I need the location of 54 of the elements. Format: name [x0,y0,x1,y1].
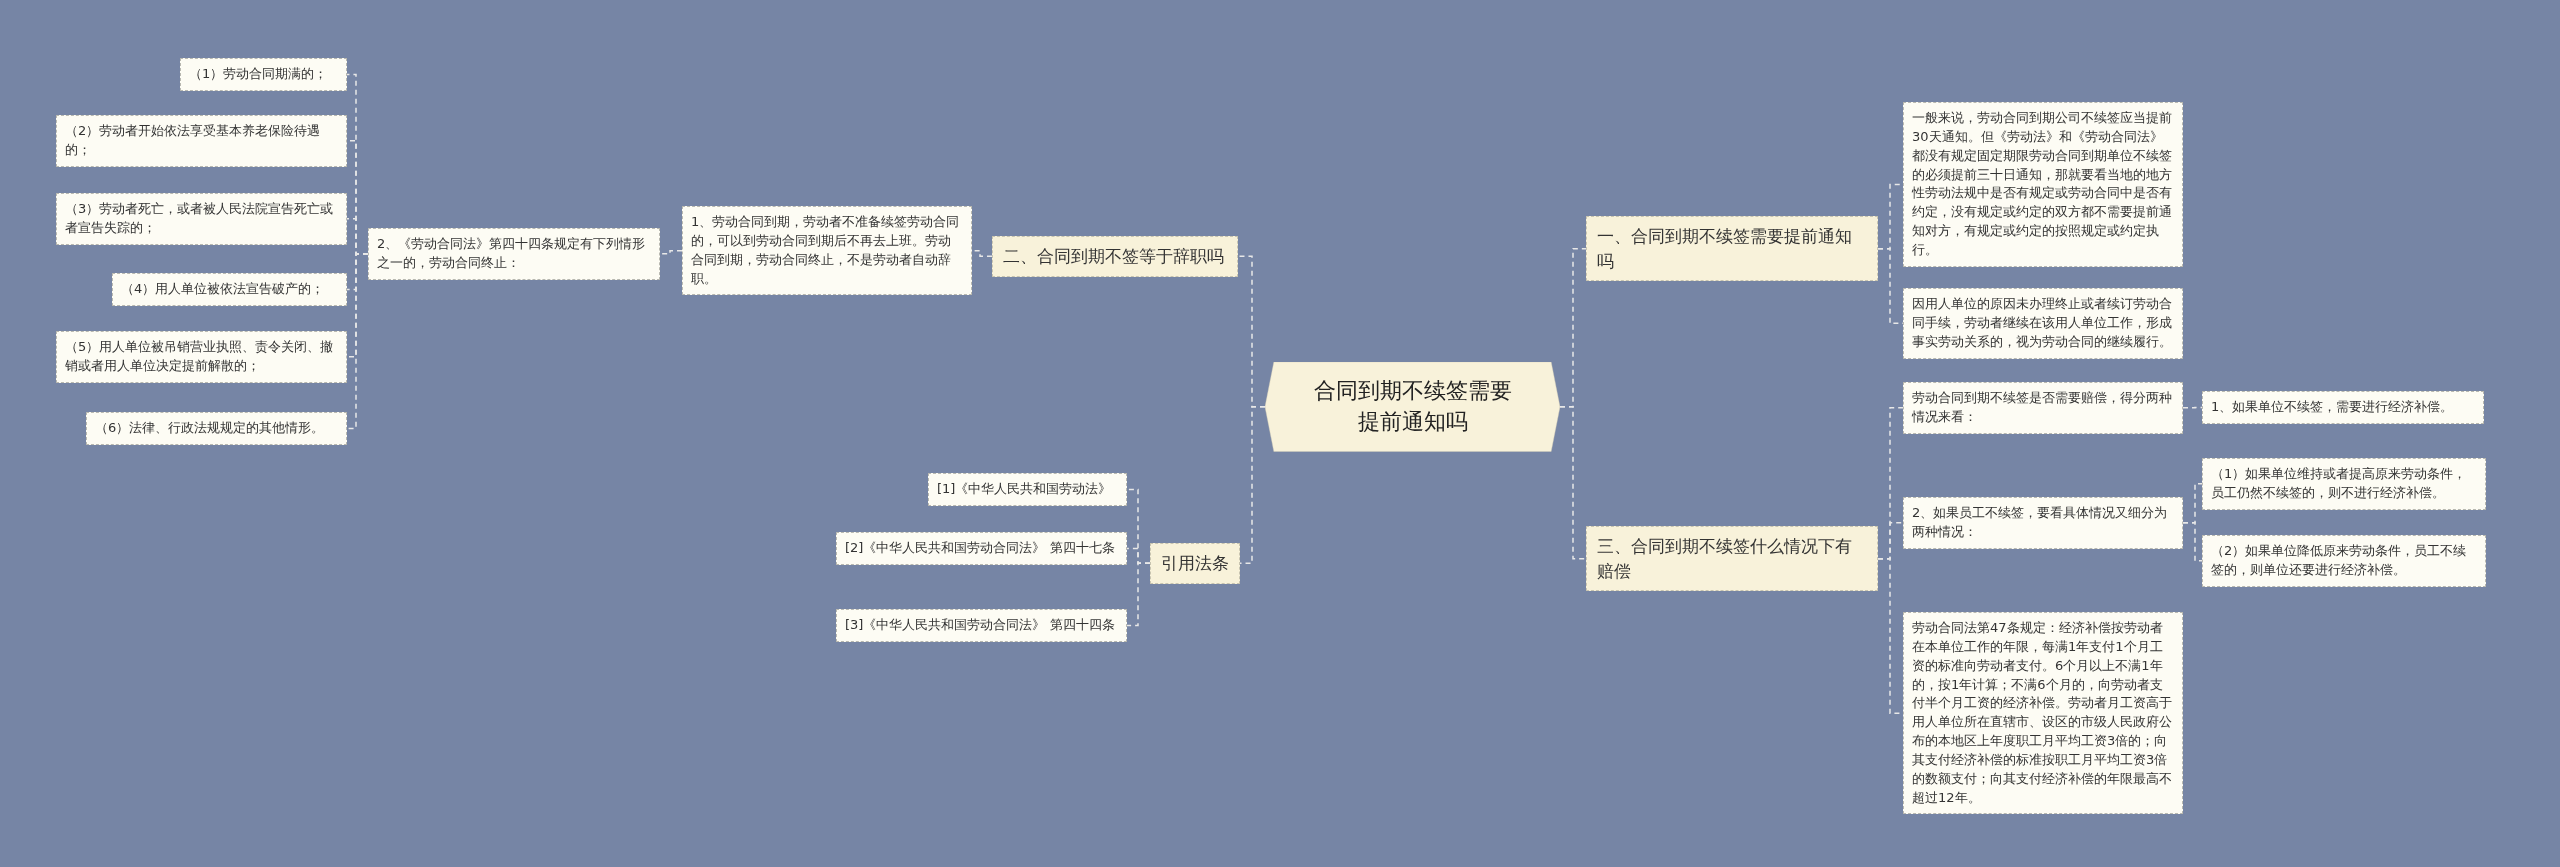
topic-text: 二、合同到期不签等于辞职吗 [1003,246,1224,266]
note-box [2202,535,2486,587]
note-text: 劳动合同到期不续签是否需要赔偿，得分两种情况来看： [1912,390,2172,424]
note-box [1903,612,2183,815]
note-text: 1、劳动合同到期，劳动者不准备续签劳动合同的，可以到劳动合同到期后不再去上班。劳动合同到期，劳动合同终止，不是劳动者自动辞职。 [691,214,960,286]
note-text: [1]《中华人民共和国劳动法》 [937,481,1112,496]
topic-box [992,236,1238,277]
note-box [2202,458,2486,510]
note-box [86,412,347,445]
connector-line [1559,406,1587,560]
note-text: 因用人单位的原因未办理终止或者续订劳动合同手续，劳动者继续在该用人单位工作，形成事实劳动关系的，视为劳动合同的继续履行。 [1912,296,2172,349]
topic-text: 三、合同到期不续签什么情况下有赔偿 [1597,536,1852,581]
note-text: [3]《中华人民共和国劳动合同法》 第四十四条 [845,617,1115,632]
note-text: （3）劳动者死亡，或者被人民法院宣告死亡或者宣告失踪的； [65,201,334,235]
note-text: （1）如果单位维持或者提高原来劳动条件，员工仍然不续签的，则不进行经济补偿。 [2211,466,2467,500]
note-box [836,609,1127,642]
topic-box [1586,526,1878,592]
note-box [112,273,347,306]
connector-line [1239,406,1266,565]
note-box [56,193,347,245]
note-box [836,532,1127,565]
note-box [2202,391,2484,424]
connector-line [346,253,369,430]
note-text: （2）劳动者开始依法享受基本养老保险待遇的； [65,123,321,157]
note-text: （1）劳动合同期满的； [189,66,328,81]
note-box [1903,497,2183,549]
note-text: （6）法律、行政法规规定的其他情形。 [95,420,325,435]
note-box [682,206,972,296]
note-text: 1、如果单位不续签，需要进行经济补偿。 [2211,399,2454,414]
note-box [56,115,347,167]
topic-text: 引用法条 [1161,553,1229,573]
note-text: （4）用人单位被依法宣告破产的； [121,281,325,296]
connector-line [1126,562,1151,627]
note-text: （2）如果单位降低原来劳动条件，员工不续签的，则单位还要进行经济补偿。 [2211,543,2467,577]
note-text: [2]《中华人民共和国劳动合同法》 第四十七条 [845,540,1115,555]
note-text: 2、《劳动合同法》第四十四条规定有下列情形之一的，劳动合同终止： [377,236,646,270]
note-box [1903,382,2183,434]
central-topic: 合同到期不续签需要提前通知吗 [1313,378,1512,434]
note-box [928,473,1127,506]
note-text: （5）用人单位被吊销营业执照、责令关闭、撤销或者用人单位决定提前解散的； [65,339,334,373]
note-box [368,228,660,280]
topic-text: 一、合同到期不续签需要提前通知吗 [1597,226,1852,271]
note-text: 2、如果员工不续签，要看具体情况又细分为两种情况： [1912,505,2168,539]
connector-line [2182,522,2203,562]
connector-line [2182,406,2203,409]
note-box [56,331,347,383]
note-box [1903,102,2183,267]
note-text: 一般来说，劳动合同到期公司不续签应当提前30天通知。但《劳动法》和《劳动合同法》都没有规定固定期限劳动合同到期单位不续签的必须提前三十日通知，那就要看当地的地方性劳动法规中是否有规定或劳动合同中是否有约定，没有规定或约定的双方都不需要提前通知对方，有规定或约定的按照规定或约定执行。 [1912,110,2172,257]
note-box [1903,288,2183,359]
connector-line [659,249,683,255]
topic-box [1150,543,1240,584]
note-text: 劳动合同法第47条规定：经济补偿按劳动者在本单位工作的年限，每满1年支付1个月工资的标准向劳动者支付。6个月以上不满1年的，按1年计算；不满6个月的，向劳动者支付半个月工资的经济补偿。劳动者月工资高于用人单位所在直辖市、设区的市级人民政府公布的本地区上年度职工月平均工资3倍的；向其支付经济补偿的标准按职工月平均工资3倍的数额支付；向其支付经济补偿的年限最高不超过12年。 [1912,620,2172,805]
note-box [180,58,347,91]
topic-box [1586,216,1878,282]
